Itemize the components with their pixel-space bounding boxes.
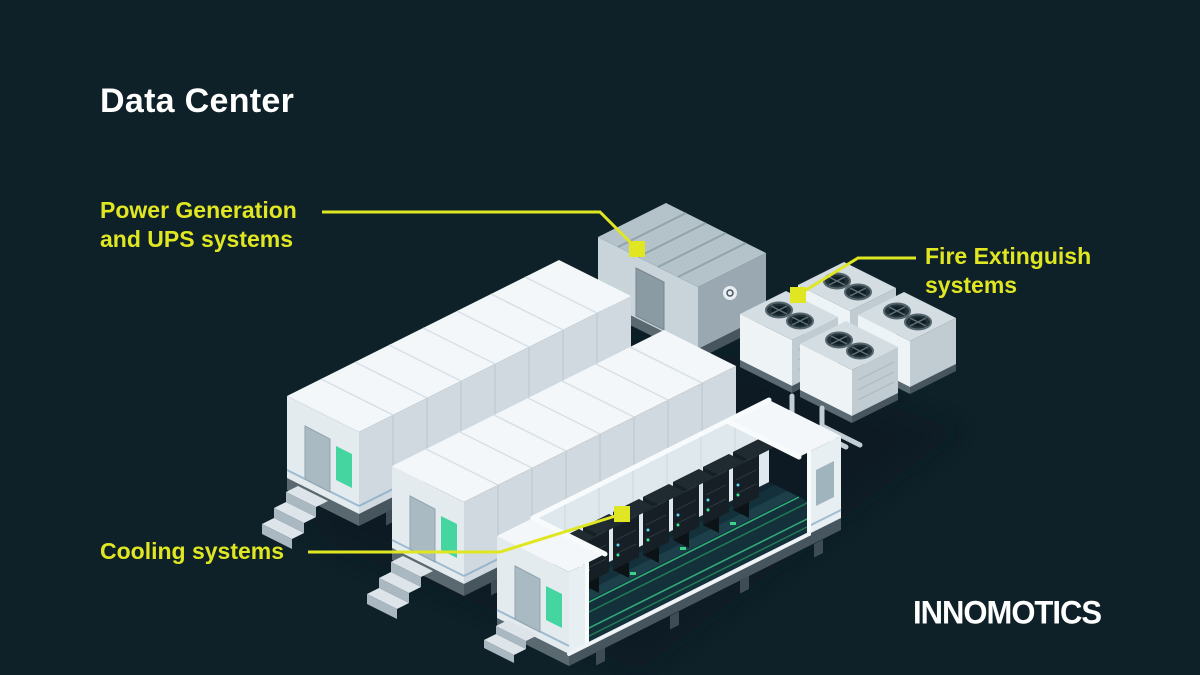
stairs [484, 620, 538, 663]
callout-power-line2: and UPS systems [100, 226, 294, 252]
container-door [304, 425, 331, 493]
container-door [409, 495, 436, 563]
server-rack-hall-cutaway [484, 397, 842, 666]
connector-power [322, 210, 639, 251]
server-racks [553, 439, 775, 608]
callout-cooling-label: Cooling systems [100, 537, 284, 566]
container-door [514, 565, 541, 633]
brand-wordmark: INNOMOTICS [913, 594, 1102, 631]
marker-cooling [614, 506, 630, 522]
page-title: Data Center [100, 82, 295, 120]
server-rack [673, 469, 715, 548]
status-panel [441, 516, 457, 558]
hall-window [816, 461, 834, 506]
connector-fire [797, 256, 916, 297]
server-rack [733, 439, 775, 518]
support-legs [596, 539, 823, 666]
status-panel [546, 586, 562, 628]
callout-power-label: Power Generation and UPS systems [100, 196, 297, 254]
status-panel [336, 446, 352, 488]
server-rack [643, 484, 685, 563]
callout-fire-line2: systems [925, 272, 1018, 298]
power-unit-logo-icon [723, 286, 737, 300]
cooling-unit [800, 321, 898, 423]
marker-fire [790, 287, 806, 303]
callout-cooling-line1: Cooling systems [100, 538, 285, 564]
callout-fire-line1: Fire Extinguish [925, 243, 1092, 269]
cooling-fan-units [740, 262, 956, 450]
marker-power [629, 241, 645, 257]
callout-power-line1: Power Generation [100, 197, 297, 223]
connector-cooling [308, 512, 623, 554]
callout-connectors [308, 210, 916, 554]
server-rack [703, 454, 745, 533]
stairs [262, 486, 328, 549]
cutaway-rim [530, 397, 811, 656]
callout-markers [614, 241, 806, 522]
stairs [367, 556, 433, 619]
callout-fire-label: Fire Extinguish systems [925, 242, 1091, 300]
